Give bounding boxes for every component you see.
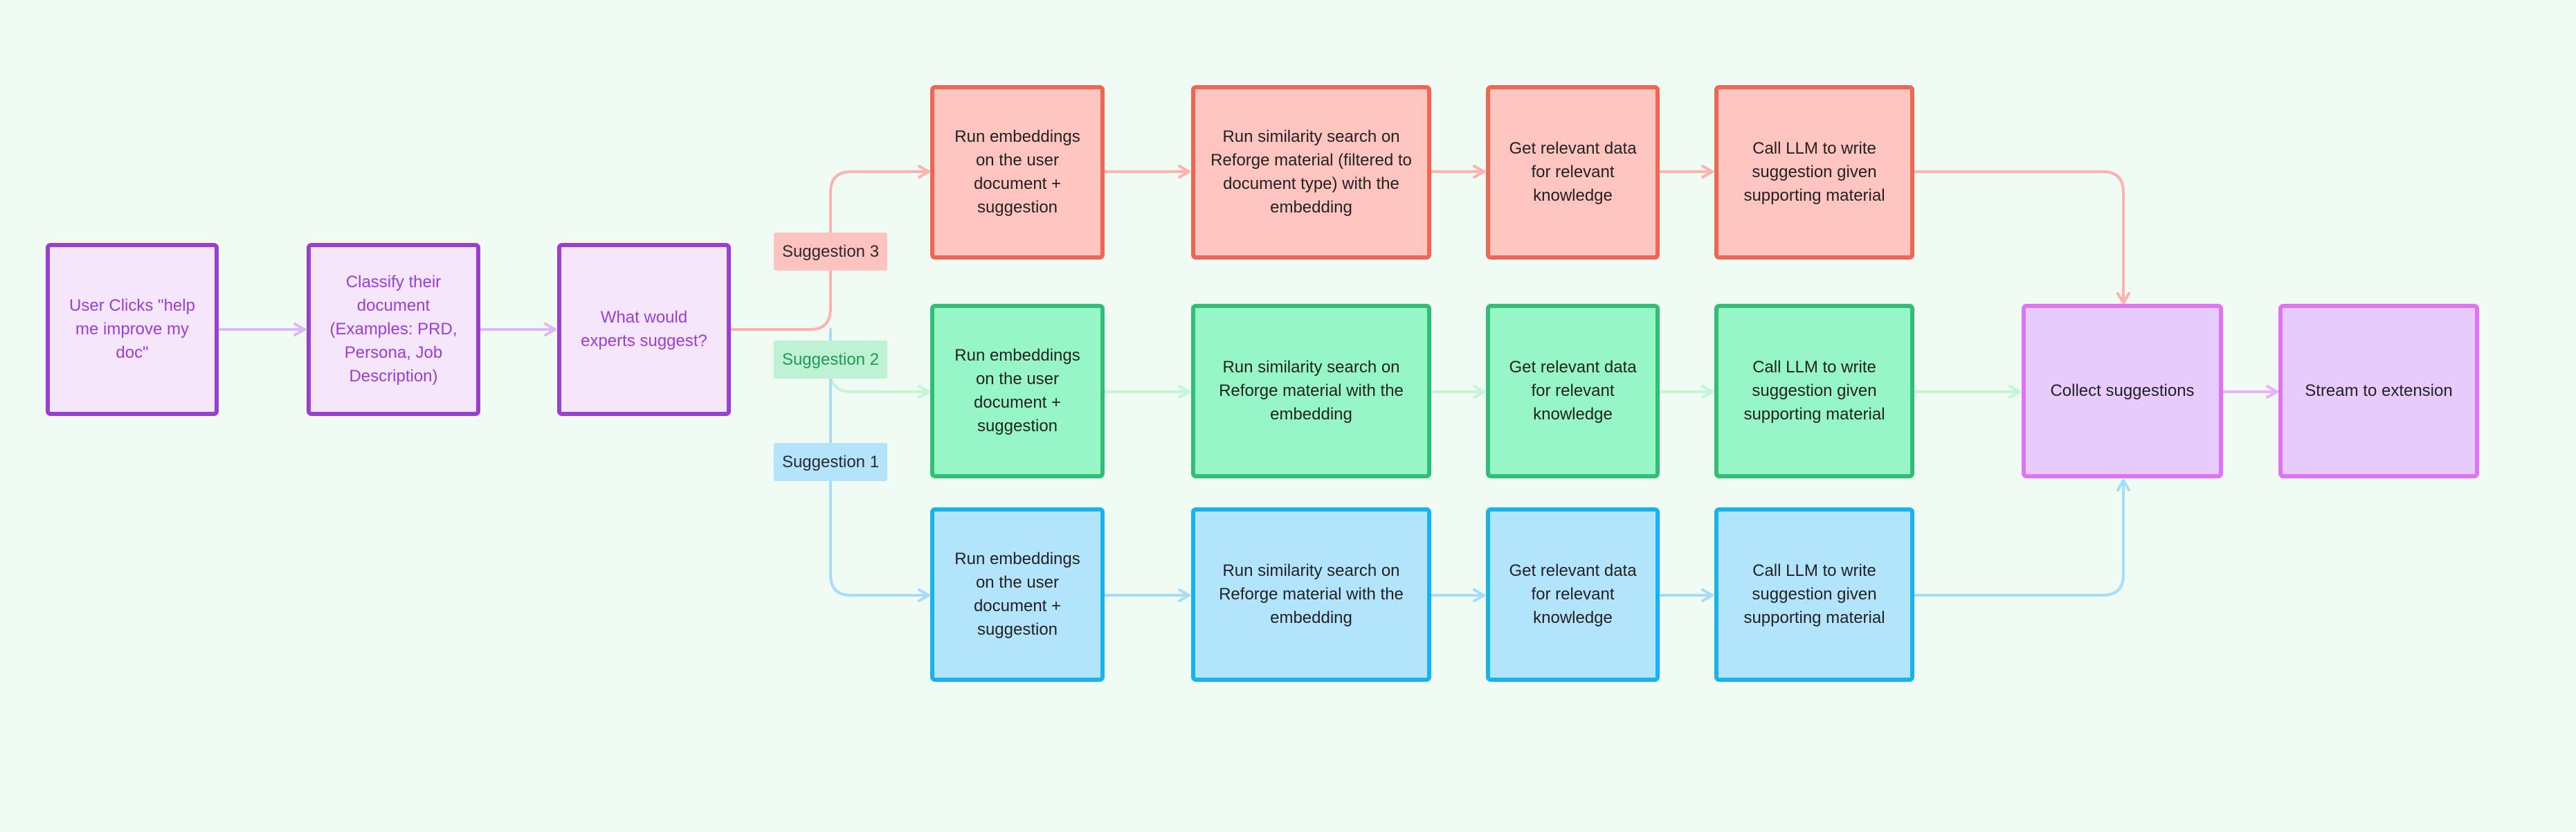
red-embeddings-node[interactable]: Run embeddings on the user document + su… [930, 85, 1105, 260]
suggestion-1-tag: Suggestion 1 [774, 443, 887, 481]
experts-suggest-node[interactable]: What would experts suggest? [557, 243, 731, 416]
blue-embeddings-node[interactable]: Run embeddings on the user document + su… [930, 507, 1105, 682]
arrow-blue-to-collect [1913, 479, 2130, 597]
red-similarity-search-node[interactable]: Run similarity search on Reforge materia… [1191, 85, 1431, 260]
red-relevant-data-node[interactable]: Get relevant data for relevant knowledge [1486, 85, 1660, 260]
red-call-llm-node[interactable]: Call LLM to write suggestion given suppo… [1714, 85, 1914, 260]
user-clicks-node[interactable]: User Clicks "help me improve my doc" [46, 243, 219, 416]
blue-relevant-data-node[interactable]: Get relevant data for relevant knowledge [1486, 507, 1660, 682]
blue-call-llm-node[interactable]: Call LLM to write suggestion given suppo… [1714, 507, 1914, 682]
suggestion-2-tag: Suggestion 2 [774, 341, 887, 379]
green-similarity-search-node[interactable]: Run similarity search on Reforge materia… [1191, 304, 1431, 478]
green-embeddings-node[interactable]: Run embeddings on the user document + su… [930, 304, 1105, 478]
suggestion-3-tag: Suggestion 3 [774, 233, 887, 271]
arrow-red-to-collect [1913, 170, 2130, 305]
stream-to-extension-node[interactable]: Stream to extension [2278, 304, 2479, 478]
green-relevant-data-node[interactable]: Get relevant data for relevant knowledge [1486, 304, 1660, 478]
classify-document-node[interactable]: Classify their document (Examples: PRD, … [307, 243, 480, 416]
branch-line-suggestion-1 [829, 328, 930, 602]
blue-similarity-search-node[interactable]: Run similarity search on Reforge materia… [1191, 507, 1431, 682]
collect-suggestions-node[interactable]: Collect suggestions [2022, 304, 2223, 478]
green-call-llm-node[interactable]: Call LLM to write suggestion given suppo… [1714, 304, 1914, 478]
